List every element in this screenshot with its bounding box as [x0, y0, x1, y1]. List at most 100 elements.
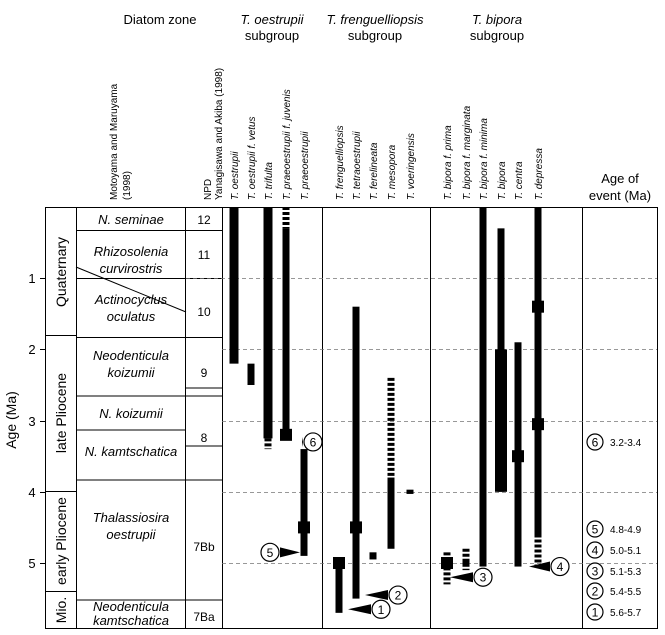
- range-bars: [229, 207, 544, 613]
- range-box-t-centra-0: [512, 450, 524, 463]
- event-list-age-6: 3.2-3.4: [610, 438, 642, 449]
- y-axis-label: Age (Ma): [3, 391, 19, 449]
- range-bar-wide-t-bipora: [495, 349, 507, 492]
- range-bar-t-ferelineata: [369, 552, 377, 560]
- zone-n-seminae: N. seminae: [98, 212, 164, 227]
- event-marker-circle-1: [371, 599, 391, 619]
- motoyama-header-1: Motoyama and Maruyama: [109, 83, 120, 200]
- header-diatom-zone: Diatom zone: [124, 12, 197, 27]
- range-box-t-depressa-1: [532, 418, 544, 431]
- header-bipora-sub: subgroup: [470, 28, 524, 43]
- range-bar-t-mesopora: [387, 477, 395, 549]
- epoch-miocene: Mio.: [53, 597, 69, 623]
- event-marker-3: 3: [450, 567, 493, 587]
- event-list-num-4: 4: [592, 544, 599, 558]
- species-label-t-tetraoestrupii: T. tetraoestrupii: [352, 131, 363, 200]
- range-box-t-frenguelliopsis-0: [333, 557, 345, 569]
- chart-frame: [45, 207, 658, 629]
- event-marker-num-3: 3: [480, 571, 487, 585]
- epoch-quaternary: Quaternary: [53, 237, 69, 307]
- yanagisawa-header: Yanagisawa and Akiba (1998): [214, 68, 225, 200]
- range-bar-t-frenguelliopsis: [335, 563, 343, 613]
- event-list-circle-1: [586, 603, 604, 621]
- event-list-num-5: 5: [592, 523, 599, 537]
- range-bar-t-oestrupii-f-vetus: [247, 363, 255, 385]
- range-bar-t-praeoestrupii: [300, 449, 308, 556]
- age-of-event-title-1: Age of: [601, 171, 639, 186]
- npd-code-10: 10: [197, 305, 211, 319]
- motoyama-header-2: (1998): [122, 171, 133, 200]
- species-label-t-voeringensis: T. voeringensis: [406, 133, 417, 200]
- range-bar-t-bipora-f-minima: [479, 207, 487, 567]
- event-marker-num-6: 6: [310, 435, 317, 449]
- event-markers: 6 5 4 3 21: [260, 432, 570, 619]
- species-label-t-depressa: T. depressa: [534, 148, 545, 200]
- event-list-circle-5: [586, 520, 604, 538]
- range-bar-t-bipora-f-marginata: [462, 559, 470, 567]
- range-box-t-bipora-f-prima-0: [441, 557, 453, 569]
- range-box-t-depressa-0: [532, 300, 544, 313]
- species-label-t-praeoestrupii-f-juvenis: T. praeoestrupii f. juvenis: [282, 89, 293, 200]
- zone-neodenticula-koizumii-1: Neodenticula: [93, 348, 169, 363]
- event-list-age-4: 5.0-5.1: [610, 546, 642, 557]
- range-bar-t-voeringensis: [406, 489, 414, 494]
- range-box-t-praeoestrupii-0: [298, 521, 310, 534]
- y-axis-ticks: [40, 278, 45, 564]
- zone-actinocyclus-2: oculatus: [107, 309, 156, 324]
- species-label-t-bipora-f-minima: T. bipora f. minima: [479, 118, 490, 200]
- event-marker-5: 5: [260, 542, 300, 562]
- event-marker-4: 4: [529, 556, 570, 577]
- event-marker-arrow-5: [280, 547, 300, 558]
- species-label-t-oestrupii-f-vetus: T. oestrupii f. vetus: [247, 116, 258, 200]
- event-list-item-1: 1 5.6-5.7: [586, 603, 642, 621]
- species-label-t-frenguelliopsis: T. frenguelliopsis: [335, 125, 346, 200]
- npd-code-8: 8: [201, 431, 208, 445]
- species-label-t-bipora-f-prima: T. bipora f. prima: [443, 125, 454, 200]
- event-marker-num-4: 4: [557, 560, 564, 574]
- event-marker-circle-6: [303, 432, 323, 452]
- event-marker-1: 1: [348, 599, 391, 619]
- epoch-late-pliocene: late Pliocene: [53, 373, 69, 453]
- header-frenguelliopsis-name: T. frenguelliopsis: [326, 12, 424, 27]
- species-label-t-praeoestrupii: T. praeoestrupii: [300, 131, 311, 200]
- range-bar-t-depressa: [534, 207, 542, 535]
- header-bipora-name: T. bipora: [472, 12, 522, 27]
- npd-code-9: 9: [201, 366, 208, 380]
- event-marker-circle-5: [260, 542, 280, 562]
- species-label-t-mesopora: T. mesopora: [387, 144, 398, 200]
- event-marker-num-2: 2: [395, 589, 402, 603]
- event-list-num-3: 3: [592, 565, 599, 579]
- range-bar-t-trifulta: [263, 207, 273, 439]
- event-list-item-3: 3 5.1-5.3: [586, 562, 642, 580]
- event-list: 6 3.2-3.4 5 4.8-4.9 4 5.0-5.1 3 5.1-5.3 …: [586, 433, 642, 621]
- event-marker-arrow-1: [348, 604, 371, 615]
- event-list-item-2: 2 5.4-5.5: [586, 582, 642, 600]
- event-list-circle-6: [586, 433, 604, 451]
- zone-thalassiosira-1: Thalassiosira: [93, 510, 170, 525]
- y-tick-label-5: 5: [28, 556, 35, 571]
- range-box-t-tetraoestrupii-0: [350, 521, 362, 534]
- event-list-item-4: 4 5.0-5.1: [586, 541, 642, 559]
- zone-actinocyclus-1: Actinocyclus: [94, 292, 168, 307]
- header-oestrupii-sub: subgroup: [245, 28, 299, 43]
- y-tick-label-1: 1: [28, 271, 35, 286]
- species-label-t-bipora-f-marginata: T. bipora f. marginata: [462, 105, 473, 200]
- event-marker-arrow-2: [365, 590, 388, 601]
- header-oestrupii-name: T. oestrupii: [240, 12, 304, 27]
- npd-code-12: 12: [197, 213, 211, 227]
- range-bar-t-oestrupii: [229, 207, 239, 364]
- zone-thalassiosira-2: oestrupii: [106, 527, 156, 542]
- zone-neodenticula-koizumii-2: koizumii: [108, 365, 156, 380]
- event-list-circle-3: [586, 562, 604, 580]
- y-tick-label-3: 3: [28, 414, 35, 429]
- species-label-t-ferelineata: T. ferelineata: [369, 142, 380, 200]
- event-list-age-2: 5.4-5.5: [610, 587, 642, 598]
- header-frenguelliopsis-sub: subgroup: [348, 28, 402, 43]
- zone-neodenticula-kamtschatica-2: kamtschatica: [93, 613, 169, 628]
- event-list-age-3: 5.1-5.3: [610, 567, 642, 578]
- range-bar-t-tetraoestrupii: [352, 306, 360, 599]
- event-marker-6: 6: [302, 432, 323, 452]
- epoch-early-pliocene: early Pliocene: [53, 497, 69, 585]
